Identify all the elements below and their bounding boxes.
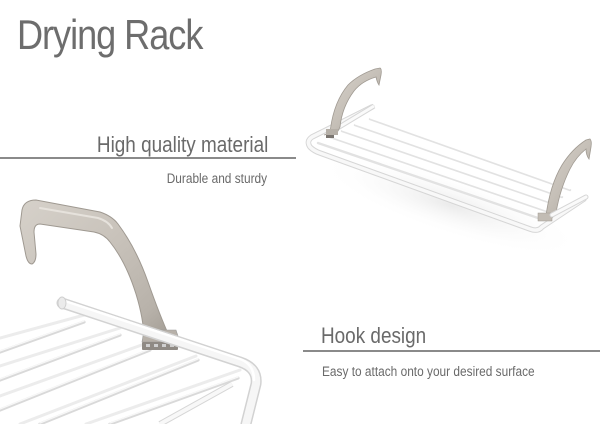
- feature-divider-hook: [303, 350, 600, 352]
- feature-heading-hook: Hook design: [321, 323, 427, 348]
- page-title: Drying Rack: [17, 11, 203, 58]
- feature-heading-material: High quality material: [96, 132, 268, 157]
- feature-subtext-material: Durable and sturdy: [166, 171, 267, 186]
- drying-rack-full-image: [305, 67, 592, 257]
- feature-divider-material: [0, 157, 296, 159]
- hook-closeup-image: [0, 199, 262, 424]
- feature-subtext-hook: Easy to attach onto your desired surface: [322, 364, 535, 379]
